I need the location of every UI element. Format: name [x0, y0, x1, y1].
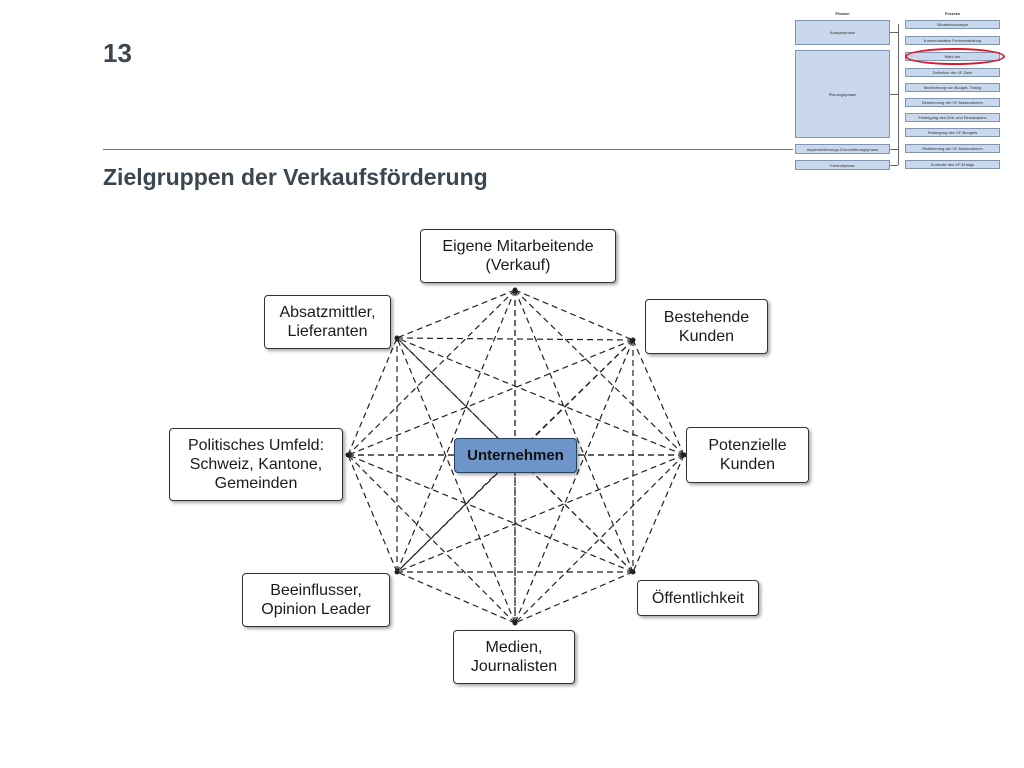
process-box: Bestimmung von Budget, Timing	[905, 83, 1000, 92]
connection-line	[347, 454, 634, 573]
phases-header: Phasen	[835, 11, 850, 16]
connection-line	[632, 454, 685, 573]
anchor-point	[394, 569, 400, 575]
connector-line	[898, 24, 899, 165]
process-box: Festlegung des VF-Budgets	[905, 128, 1000, 137]
node-beeinflusser: Beeinflusser, Opinion Leader	[242, 573, 390, 627]
connection-line	[396, 337, 685, 456]
connector-line	[890, 94, 898, 95]
anchor-point	[512, 620, 518, 626]
anchor-point	[394, 335, 400, 341]
connection-line	[396, 289, 516, 339]
connection-line	[396, 337, 516, 624]
connection-line	[396, 454, 516, 573]
process-box: Bestimmung der VF-Massnahmen	[905, 98, 1000, 107]
connection-line	[396, 337, 516, 456]
highlight-circle	[905, 48, 1005, 65]
node-oeffentlichkeit: Öffentlichkeit	[637, 580, 759, 616]
phase-box: Analysephase	[795, 20, 890, 45]
process-box: Festlegung des Zeit- und Einsatzplans	[905, 113, 1000, 122]
anchor-point	[630, 337, 636, 343]
connection-line	[347, 337, 398, 456]
connection-line	[396, 337, 634, 341]
connection-line	[514, 339, 634, 456]
connection-line	[514, 289, 634, 341]
process-box: Realisierung der VF-Massnahmen	[905, 144, 1000, 153]
connection-line	[632, 339, 685, 456]
connection-line	[347, 339, 634, 456]
anchor-point	[681, 452, 687, 458]
process-header: Prozess	[944, 11, 961, 16]
phase-box: Kontrollphase	[795, 160, 890, 170]
connection-line	[396, 454, 685, 573]
connection-line	[347, 454, 398, 573]
phase-box: Implementierungs-/Durchführungsphase	[795, 144, 890, 154]
anchor-point	[630, 569, 636, 575]
connector-line	[890, 149, 898, 150]
node-bestehende-kunden: Bestehende Kunden	[645, 299, 768, 354]
process-box: Kontrolle des VF-Erfolgs	[905, 160, 1000, 169]
slide-number: 13	[103, 38, 132, 68]
anchor-point	[345, 452, 351, 458]
slide-title: Zielgruppen der Verkaufsförderung	[103, 164, 488, 190]
connector-line	[890, 32, 898, 33]
node-medien-journalisten: Medien, Journalisten	[453, 630, 575, 684]
connection-line	[514, 571, 634, 624]
node-unternehmen: Unternehmen	[454, 438, 577, 473]
connector-line	[890, 165, 898, 166]
connection-line	[514, 454, 634, 573]
title-divider	[103, 149, 793, 150]
node-potenzielle-kunden: Potenzielle Kunden	[686, 427, 809, 483]
node-politisches-umfeld: Politisches Umfeld: Schweiz, Kantone, Ge…	[169, 428, 343, 501]
node-eigene-mitarbeitende: Eigene Mitarbeitende (Verkauf)	[420, 229, 616, 283]
connection-line	[347, 289, 516, 456]
process-box: Situationsanalyse	[905, 20, 1000, 29]
process-box: Kommunikative Problemstellung	[905, 36, 1000, 45]
connection-line	[514, 289, 634, 573]
process-thumbnail: Phasen Prozess Analysephase Planungsphas…	[790, 8, 1005, 178]
node-absatzmittler: Absatzmittler, Lieferanten	[264, 295, 391, 349]
connection-line	[396, 289, 516, 573]
process-box: Definition der VF-Ziele	[905, 68, 1000, 77]
connection-line	[396, 571, 516, 624]
anchor-point	[512, 287, 518, 293]
connection-line	[514, 339, 634, 624]
phase-box: Planungsphase	[795, 50, 890, 138]
